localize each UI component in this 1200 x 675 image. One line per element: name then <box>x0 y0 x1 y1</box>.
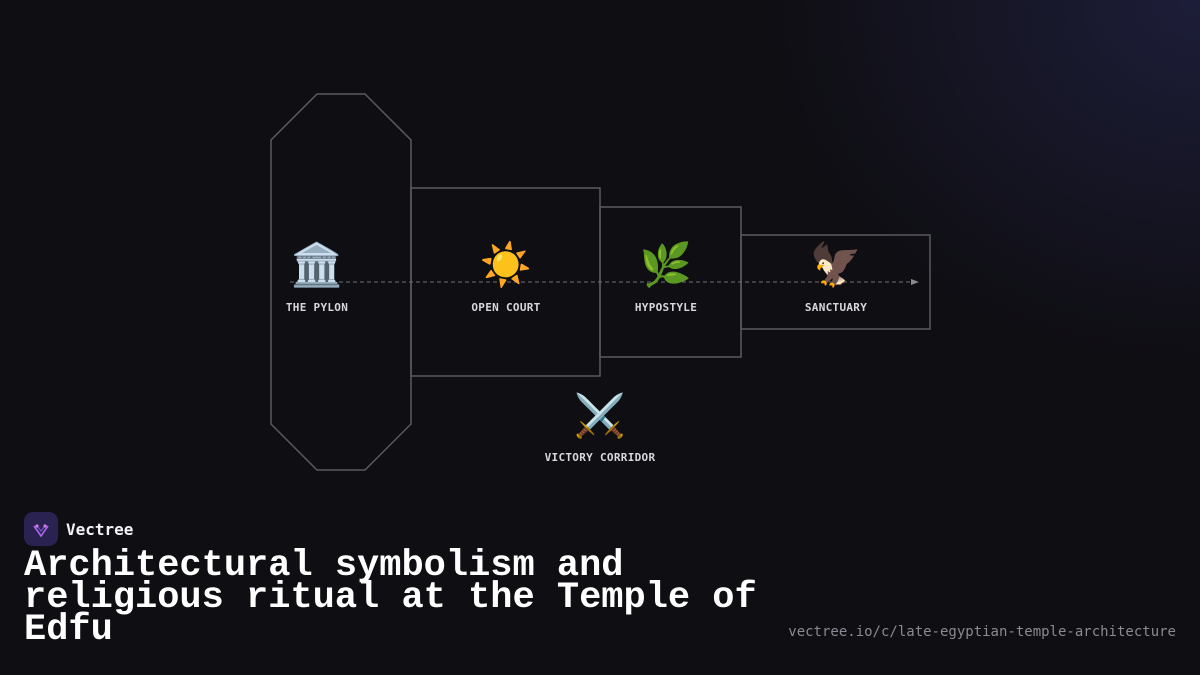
eagle-icon: 🦅 <box>809 240 863 289</box>
brand-name: Vectree <box>66 519 134 539</box>
brand: Vectree <box>24 512 133 546</box>
herb-icon: 🌿 <box>639 240 693 289</box>
crossed-swords-icon: ⚔️ <box>573 391 627 440</box>
pylon-outline <box>270 93 412 471</box>
node-label-sanctuary: SANCTUARY <box>804 301 868 314</box>
page-title: Architectural symbolism and religious ri… <box>24 545 757 651</box>
source-url: vectree.io/c/late-egyptian-temple-archit… <box>788 624 1176 640</box>
vectree-logo-icon <box>33 524 49 538</box>
node-label-hypostyle: HYPOSTYLE <box>634 301 698 314</box>
node-label-corridor: VICTORY CORRIDOR <box>544 451 656 464</box>
node-label-pylon: THE PYLON <box>285 301 349 314</box>
temple-plan-diagram <box>270 93 931 471</box>
sun-icon: ☀️ <box>479 240 533 289</box>
node-label-court: OPEN COURT <box>471 301 541 314</box>
classical-building-icon: 🏛️ <box>290 240 344 289</box>
brand-logo <box>24 512 58 546</box>
axis-arrow-icon <box>911 279 919 285</box>
